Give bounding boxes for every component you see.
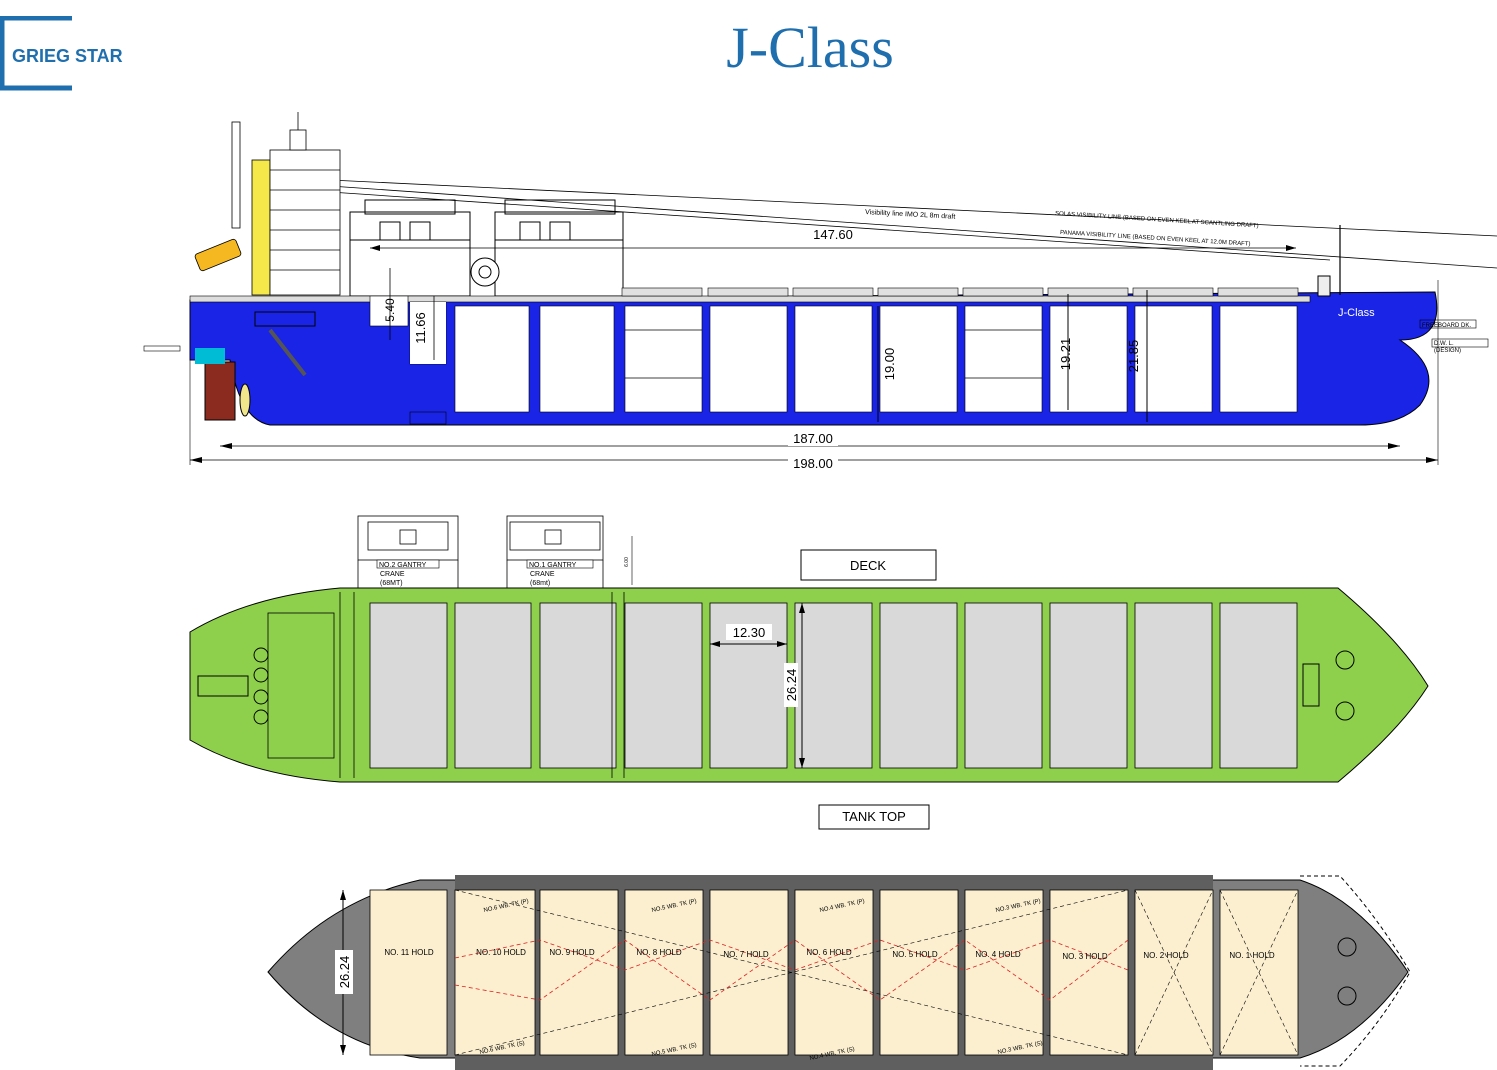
dim-19-21: 19.21	[1058, 338, 1073, 371]
crane-dim-6-00: 6.00	[624, 557, 630, 567]
hold-7-label: NO. 7 HOLD	[723, 950, 769, 959]
hold-2-label: NO. 2 HOLD	[1143, 951, 1189, 960]
dim-19-00: 19.00	[882, 348, 897, 381]
hold-1-label: NO. 1 HOLD	[1229, 951, 1275, 960]
hold-11-label: NO. 11 HOLD	[384, 948, 433, 957]
hold-6-label: NO. 6 HOLD	[806, 948, 852, 957]
lifeboat	[194, 238, 242, 272]
freeboard-deck-label: FREEBOARD DK.	[1422, 323, 1471, 329]
crane-2-label-1: NO.2 GANTRY	[379, 562, 427, 569]
accommodation-block	[231, 112, 341, 296]
crane-2-label-3: (68MT)	[380, 580, 403, 587]
cable-reel	[470, 257, 500, 287]
crane-rails	[339, 592, 625, 778]
main-deck	[189, 295, 1311, 303]
aft-mooring	[197, 647, 269, 725]
dim-147-60: 147.60	[813, 227, 853, 242]
dim-12-30: 12.30	[733, 625, 766, 640]
grieg-star-logo: GRIEG STAR	[0, 16, 123, 91]
dim-26-24-tank: 26.24	[337, 956, 352, 989]
crane-2-label-2: CRANE	[380, 571, 405, 578]
crane-1-label-2: CRANE	[530, 571, 555, 578]
ship-name-hull: J-Class	[1338, 307, 1375, 319]
hold-8-label: NO. 8 HOLD	[636, 948, 682, 957]
crane-1-label-3: (68mt)	[530, 580, 550, 587]
visibility-line-solas	[329, 185, 1497, 269]
dim-26-24-deck: 26.24	[784, 669, 799, 702]
deck-label-box	[800, 549, 937, 581]
hold-floors	[369, 889, 1299, 1056]
hold-10-label: NO. 10 HOLD	[476, 948, 526, 957]
propeller	[239, 383, 251, 417]
deck-plan: NO.2 GANTRY CRANE (68MT) NO.1 GANTRY CRA…	[189, 515, 1429, 830]
fwd-mooring	[1302, 650, 1355, 721]
profile-view: Visibility line IMO 2L 8m draft SOLAS VI…	[143, 112, 1497, 471]
tank-top-label: TANK TOP	[842, 809, 906, 824]
deck-label: DECK	[850, 558, 886, 573]
hold-tween-lines	[625, 329, 1042, 379]
deck-house	[267, 612, 335, 759]
visibility-imo-label: Visibility line IMO 2L 8m draft	[865, 209, 956, 221]
dim-187-00: 187.00	[793, 431, 833, 446]
visibility-line-panama	[329, 191, 1331, 261]
page-title: J-Class	[726, 15, 894, 80]
engine-casing	[254, 311, 316, 327]
tank-top-label-box	[818, 804, 930, 830]
logo-bracket	[0, 16, 72, 91]
hold-labels: NO. 11 HOLD NO. 10 HOLD NO. 9 HOLD NO. 8…	[384, 948, 1274, 961]
gantry-crane-1-plan	[506, 515, 604, 595]
rudder	[204, 361, 236, 421]
logo-text: GRIEG STAR	[12, 46, 123, 66]
crane-1-label-1: NO.1 GANTRY	[529, 562, 577, 569]
tank-top-plan: NO. 11 HOLD NO. 10 HOLD NO. 9 HOLD NO. 8…	[267, 875, 1411, 1070]
hatch-covers-profile	[621, 287, 1299, 297]
wb-tank-boundaries	[454, 889, 1299, 1056]
dim-21-85: 21.85	[1126, 340, 1141, 373]
visibility-solas-label: SOLAS VISIBILITY LINE (BASED ON EVEN KEE…	[1055, 211, 1259, 229]
hold-9-label: NO. 9 HOLD	[549, 948, 595, 957]
dim-11-66: 11.66	[413, 312, 428, 344]
hold-5-label: NO. 5 HOLD	[892, 950, 938, 959]
shaft-line	[268, 328, 307, 377]
dwl-label: D.W. L.	[1434, 341, 1454, 347]
gantry-crane-2-plan	[357, 515, 459, 595]
dwl-design-label: (DESIGN)	[1434, 348, 1461, 354]
dim-198-00: 198.00	[793, 456, 833, 471]
hold-3-label: NO. 3 HOLD	[1062, 952, 1108, 961]
dim-5-40: 5.40	[383, 298, 397, 322]
visibility-panama-label: PANAMA VISIBILITY LINE (BASED ON EVEN KE…	[1060, 230, 1251, 248]
visibility-line-imo	[329, 179, 1497, 237]
holds-profile	[409, 301, 1298, 425]
rudder-stock	[195, 348, 225, 364]
hold-4-label: NO. 4 HOLD	[975, 950, 1021, 959]
deck-hatches	[369, 602, 1298, 769]
